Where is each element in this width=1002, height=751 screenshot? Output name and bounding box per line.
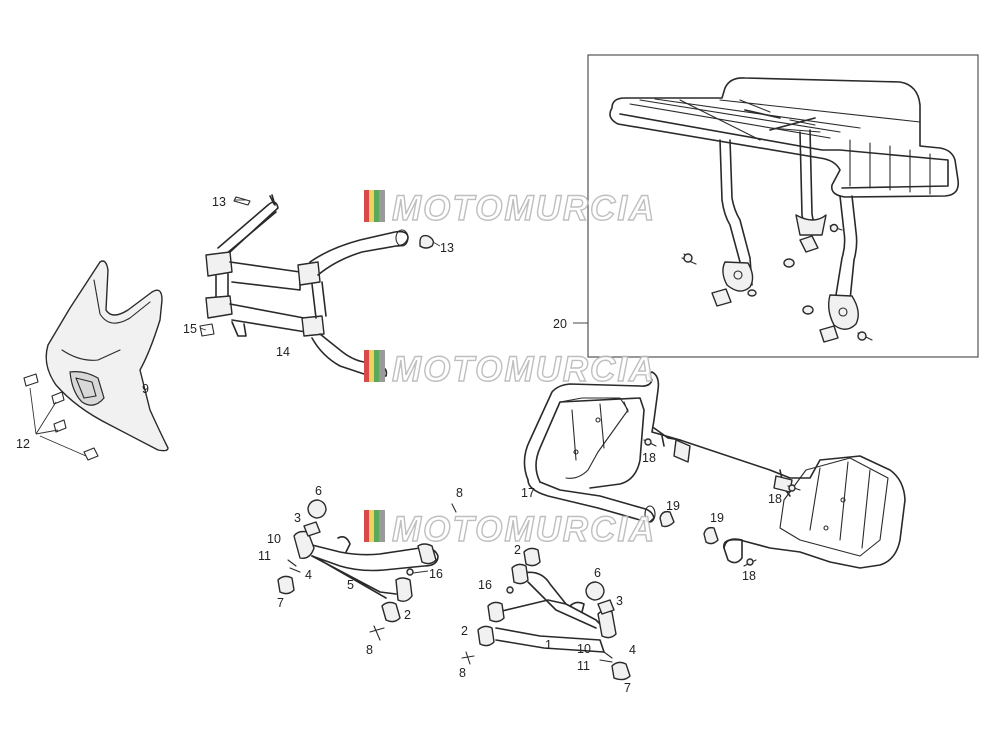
bushing-6b	[585, 581, 605, 601]
label-13b: 13	[212, 195, 226, 209]
label-9: 9	[142, 382, 149, 396]
clip-11a	[287, 559, 301, 573]
label-12: 12	[16, 437, 30, 451]
bushing-2a	[381, 601, 401, 623]
label-19b: 19	[710, 511, 724, 525]
rear-rack	[609, 77, 960, 343]
label-4b: 4	[629, 643, 636, 657]
bolt-8a	[451, 503, 457, 513]
label-2b: 2	[461, 624, 468, 638]
label-7a: 7	[277, 596, 284, 610]
screw-18a	[644, 438, 652, 446]
nut-16a	[406, 568, 414, 576]
bolt-8b	[369, 625, 385, 641]
label-20: 20	[553, 317, 567, 331]
label-18a: 18	[642, 451, 656, 465]
cap-19b	[703, 526, 719, 545]
bolt-13b	[233, 196, 251, 206]
left-a-arm	[293, 530, 439, 603]
screw-18c	[746, 558, 754, 566]
right-a-arm	[487, 563, 617, 653]
label-4a: 4	[305, 568, 312, 582]
watermark-text-middle: MOTOMURCIA	[392, 350, 656, 389]
rear-guard	[523, 371, 906, 569]
washer-3b	[597, 599, 615, 615]
label-8a: 8	[456, 486, 463, 500]
label-3a: 3	[294, 511, 301, 525]
label-14: 14	[276, 345, 290, 359]
bushing-2b	[477, 625, 495, 647]
label-6a: 6	[315, 484, 322, 498]
part-labels: 13 13 15 14 9 12 20 18 18 18 17 19 19 8 …	[16, 195, 782, 695]
cap-13	[419, 234, 435, 249]
label-3b: 3	[616, 594, 623, 608]
clip-11b	[599, 651, 613, 663]
watermark-text-top: MOTOMURCIA	[392, 189, 656, 228]
bolt-8c	[461, 651, 475, 665]
label-11b: 11	[577, 659, 590, 673]
label-7b: 7	[624, 681, 631, 695]
label-6b: 6	[594, 566, 601, 580]
watermark-bottom: MOTOMURCIA	[364, 509, 656, 550]
leader-16a	[412, 570, 429, 574]
label-8b: 8	[366, 643, 373, 657]
front-shield	[45, 260, 169, 452]
watermark-text-bottom: MOTOMURCIA	[392, 510, 656, 549]
screw-18b	[788, 484, 796, 492]
label-17: 17	[521, 486, 535, 500]
label-2a: 2	[404, 608, 411, 622]
label-16b: 16	[478, 578, 492, 592]
cap-19a	[659, 510, 675, 528]
cap-7a	[277, 575, 295, 595]
label-18b: 18	[768, 492, 782, 506]
nut-16b	[506, 586, 514, 594]
watermark-middle: MOTOMURCIA	[364, 349, 656, 390]
label-11a: 11	[258, 549, 271, 563]
leader-13	[432, 241, 441, 247]
label-18c: 18	[742, 569, 756, 583]
label-16a: 16	[429, 567, 443, 581]
label-10a: 10	[267, 532, 281, 546]
label-5: 5	[347, 578, 354, 592]
cap-7b	[611, 661, 631, 681]
label-2c: 2	[514, 543, 521, 557]
label-15: 15	[183, 322, 197, 336]
label-13: 13	[440, 241, 454, 255]
front-guard	[199, 194, 409, 377]
watermark-top: MOTOMURCIA	[364, 188, 656, 229]
label-1: 1	[545, 638, 552, 652]
label-10b: 10	[577, 642, 591, 656]
rack-inset-frame	[587, 54, 979, 358]
washer-3a	[303, 521, 321, 537]
label-8c: 8	[459, 666, 466, 680]
leader-15	[199, 327, 207, 331]
bushing-6a	[307, 499, 327, 519]
bushing-2c	[523, 547, 541, 567]
shield-screws	[23, 373, 99, 461]
label-19a: 19	[666, 499, 680, 513]
